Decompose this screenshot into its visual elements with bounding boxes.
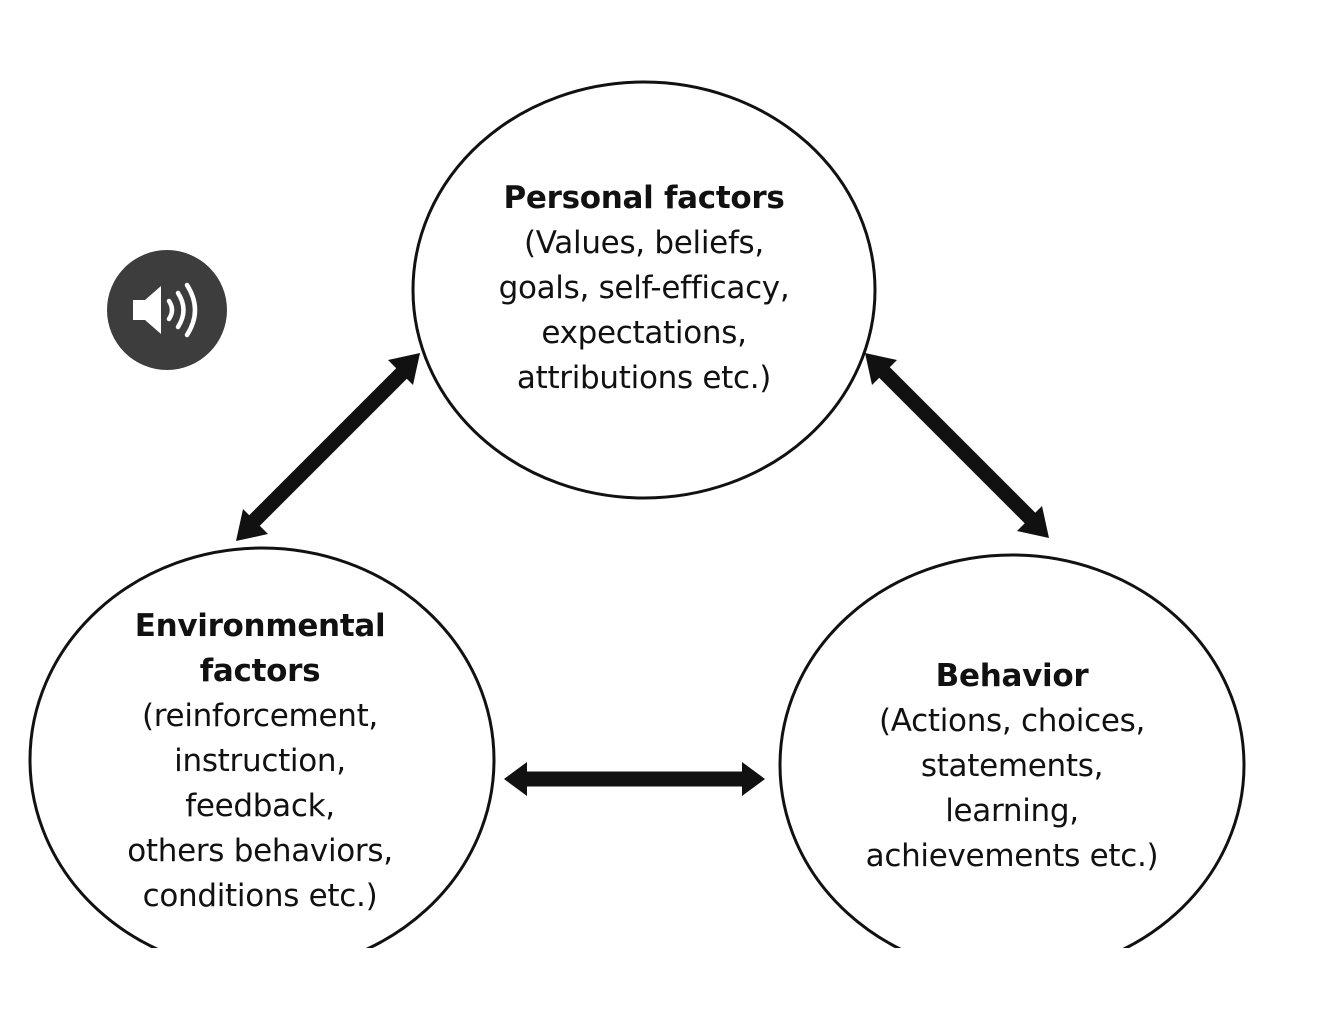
behavior-line: achievements etc.) <box>865 838 1159 874</box>
behavior-circle <box>778 553 1246 948</box>
environmental-factors-title: Environmental <box>134 608 386 644</box>
arrow-environmental-behavior <box>504 762 765 796</box>
personal-factors-title: Personal factors <box>503 180 785 216</box>
personal-factors-line: goals, self-efficacy, <box>498 270 790 306</box>
speaker-icon <box>133 282 198 338</box>
personal-factors-line: (Values, beliefs, <box>524 225 764 261</box>
behavior-line: learning, <box>945 793 1079 829</box>
behavior-line: (Actions, choices, <box>878 703 1146 739</box>
environmental-factors-title: factors <box>199 653 321 689</box>
arrow-personal-environmental <box>236 353 420 541</box>
environmental-factors-line: conditions etc.) <box>142 878 378 914</box>
behavior-title: Behavior <box>935 658 1089 694</box>
personal-factors-text: Personal factors (Values, beliefs, goals… <box>444 176 844 401</box>
arrow-personal-behavior <box>865 353 1049 538</box>
environmental-factors-line: instruction, <box>174 743 346 779</box>
behavior-line: statements, <box>920 748 1104 784</box>
environmental-factors-line: feedback, <box>185 788 335 824</box>
personal-factors-line: attributions etc.) <box>516 360 772 396</box>
behavior-text: Behavior (Actions, choices, statements, … <box>812 654 1212 879</box>
personal-factors-line: expectations, <box>541 315 747 351</box>
environmental-factors-text: Environmental factors (reinforcement, in… <box>60 604 460 919</box>
environmental-factors-line: others behaviors, <box>127 833 393 869</box>
audio-play-button[interactable] <box>107 250 227 370</box>
environmental-factors-circle <box>28 546 496 948</box>
environmental-factors-line: (reinforcement, <box>142 698 378 734</box>
personal-factors-circle <box>411 80 877 500</box>
